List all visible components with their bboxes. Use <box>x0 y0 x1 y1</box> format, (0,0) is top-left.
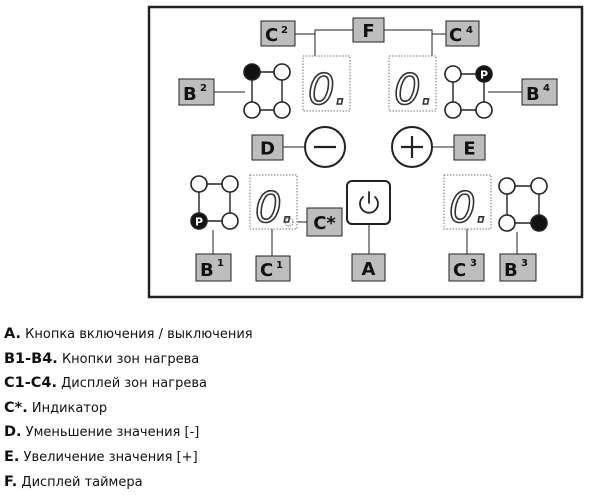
svg-text:C: C <box>260 260 273 281</box>
svg-text:B: B <box>200 260 214 281</box>
svg-text:F: F <box>362 21 374 42</box>
connector-lines <box>212 29 522 256</box>
svg-text:B: B <box>526 84 540 105</box>
panel-frame <box>147 5 584 299</box>
legend-item-e: E. Увеличение значения [+] <box>4 448 198 465</box>
power-icon <box>359 191 379 214</box>
display-c4: 0. <box>388 55 437 115</box>
legend-item-d: D. Уменьшение значения [-] <box>4 424 200 441</box>
legend-item-c: C1-C4. Дисплей зон нагрева <box>4 375 207 392</box>
svg-text:C: C <box>453 260 466 281</box>
pot-marker-b4: P <box>480 69 488 82</box>
svg-text:B: B <box>183 84 197 105</box>
display-c1: 0. <box>249 174 298 233</box>
label-b4: B 4 <box>521 78 558 106</box>
display-c3: 0. <box>443 174 492 233</box>
svg-text:2: 2 <box>281 25 288 36</box>
svg-text:3: 3 <box>470 258 477 269</box>
svg-text:C: C <box>449 25 462 46</box>
svg-text:B: B <box>504 260 518 281</box>
label-c1: C 1 <box>255 255 291 282</box>
svg-text:1: 1 <box>276 260 283 271</box>
minus-button[interactable] <box>304 126 346 168</box>
label-c2: C 2 <box>260 20 296 47</box>
display-c2-digit: 0. <box>308 65 348 114</box>
display-c3-digit: 0. <box>449 183 489 232</box>
label-c3: C 3 <box>448 253 485 282</box>
label-e: E <box>453 134 486 161</box>
svg-text:1: 1 <box>217 258 224 269</box>
legend-item-f: F. Дисплей таймера <box>4 473 143 490</box>
label-b3: B 3 <box>499 253 537 282</box>
label-b2: B 2 <box>178 78 215 106</box>
svg-text:3: 3 <box>521 258 528 269</box>
label-cstar: C* <box>306 207 343 237</box>
svg-text:4: 4 <box>543 83 550 94</box>
display-c1-digit: 0. <box>255 183 295 232</box>
label-c4: C 4 <box>445 20 480 47</box>
svg-text:C: C <box>265 25 278 46</box>
zone-button-b1[interactable]: P <box>190 175 239 230</box>
zone-button-b4[interactable]: P <box>444 65 493 119</box>
legend-item-a: A. Кнопка включения / выключения <box>4 326 253 342</box>
svg-text:E: E <box>463 139 475 160</box>
legend: A. Кнопка включения / выключения B1-B4. … <box>4 322 594 494</box>
label-d: D <box>251 134 284 161</box>
label-f: F <box>352 17 385 43</box>
svg-text:A: A <box>362 259 376 280</box>
svg-text:4: 4 <box>466 25 473 36</box>
label-a: A <box>351 253 386 282</box>
label-b1: B 1 <box>195 253 232 282</box>
legend-item-b: B1-B4. Кнопки зон нагрева <box>4 350 200 367</box>
svg-text:D: D <box>260 139 275 160</box>
pot-marker-b1: P <box>195 216 203 229</box>
control-panel-diagram: 0. 0. 0. 0. P P <box>147 5 584 299</box>
svg-text:2: 2 <box>200 83 207 94</box>
legend-item-cstar: C*. Индикатор <box>4 399 108 416</box>
power-button[interactable] <box>346 180 391 225</box>
plus-button[interactable] <box>391 126 433 168</box>
display-c4-digit: 0. <box>394 65 434 114</box>
display-c2: 0. <box>302 55 351 115</box>
zone-button-b3[interactable] <box>498 177 548 232</box>
svg-text:C*: C* <box>313 213 336 234</box>
zone-button-b2[interactable] <box>243 63 291 119</box>
